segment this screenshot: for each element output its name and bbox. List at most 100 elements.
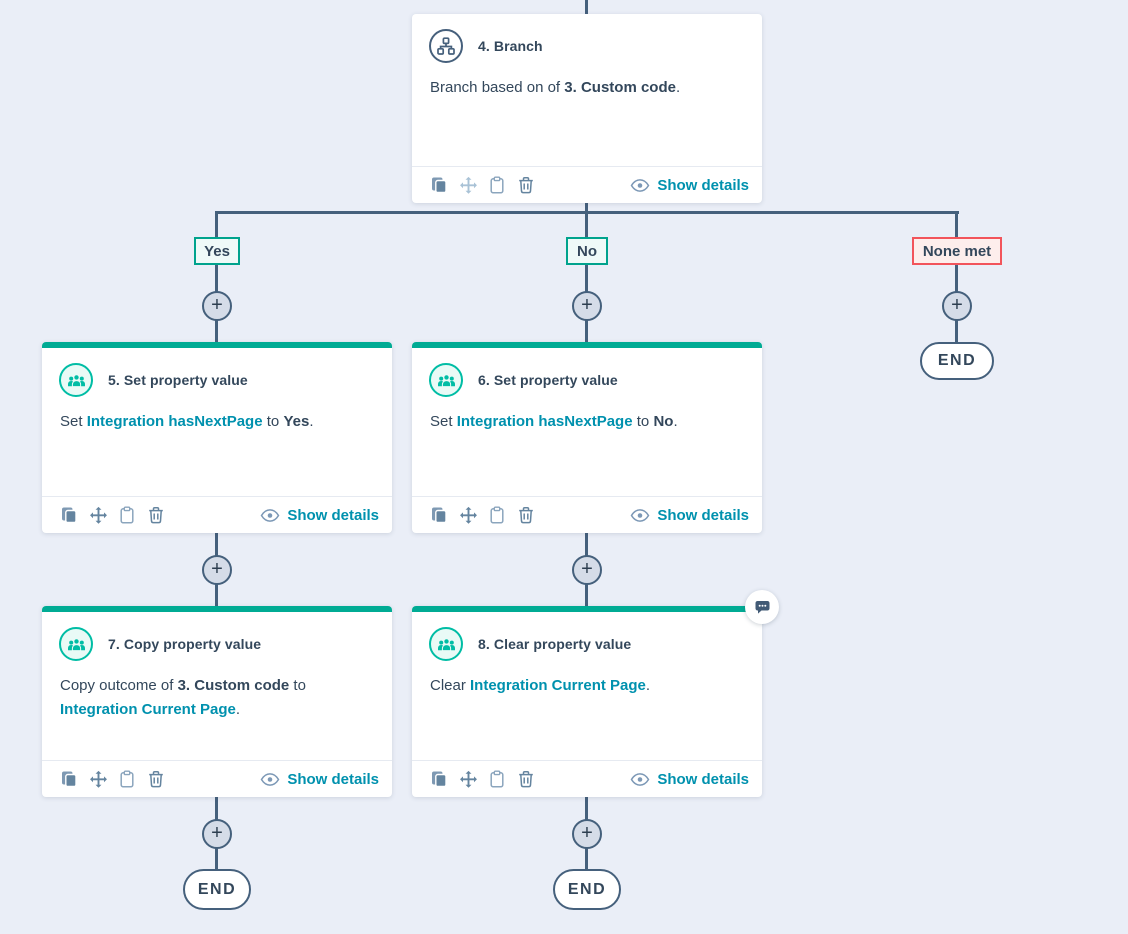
property-link[interactable]: Integration hasNextPage xyxy=(86,413,263,430)
show-details-button[interactable]: Show details xyxy=(630,771,749,788)
eye-icon xyxy=(630,508,650,522)
clipboard-action-button[interactable] xyxy=(117,769,137,789)
connector-line xyxy=(215,533,218,557)
body-text-bold: 3. Custom code xyxy=(177,677,290,694)
insert-action-button[interactable]: + xyxy=(202,291,232,321)
card-body: Set Integration hasNextPage to Yes. xyxy=(42,397,392,434)
insert-action-button[interactable]: + xyxy=(572,291,602,321)
clone-action-button[interactable] xyxy=(59,769,79,789)
end-label: END xyxy=(567,880,607,898)
clone-icon xyxy=(432,507,447,524)
insert-action-button[interactable]: + xyxy=(202,819,232,849)
connector-line xyxy=(585,211,588,238)
eye-icon xyxy=(260,508,280,522)
card-accent-bar xyxy=(42,342,392,348)
action-card-set-property-6[interactable]: 6. Set property value Set Integration ha… xyxy=(412,342,762,533)
action-card-clear-property-8[interactable]: 8. Clear property value Clear Integratio… xyxy=(412,606,762,797)
connector-line xyxy=(215,847,218,871)
clone-icon xyxy=(432,771,447,788)
card-footer: Show details xyxy=(42,496,392,533)
body-text: . xyxy=(675,79,681,96)
branch-label-yes: Yes xyxy=(194,237,240,265)
insert-action-button[interactable]: + xyxy=(572,819,602,849)
card-title: 6. Set property value xyxy=(478,372,618,388)
body-text: to xyxy=(262,413,284,430)
move-icon xyxy=(459,506,477,524)
contacts-icon xyxy=(59,627,93,661)
action-card-copy-property-7[interactable]: 7. Copy property value Copy outcome of 3… xyxy=(42,606,392,797)
move-action-button[interactable] xyxy=(458,769,478,789)
comment-icon xyxy=(755,600,769,614)
clone-icon xyxy=(62,507,77,524)
show-details-button[interactable]: Show details xyxy=(260,507,379,524)
card-header: 5. Set property value xyxy=(42,348,392,397)
move-action-button[interactable] xyxy=(88,769,108,789)
card-title: 8. Clear property value xyxy=(478,636,632,652)
show-details-label: Show details xyxy=(287,506,379,524)
clipboard-icon xyxy=(490,176,504,194)
body-text: Branch based on of xyxy=(430,79,565,96)
clipboard-action-button[interactable] xyxy=(117,505,137,525)
card-header: 6. Set property value xyxy=(412,348,762,397)
plus-icon: + xyxy=(581,294,593,316)
show-details-button[interactable]: Show details xyxy=(260,771,379,788)
show-details-button[interactable]: Show details xyxy=(630,177,749,194)
clipboard-action-button[interactable] xyxy=(487,769,507,789)
property-link[interactable]: Integration Current Page xyxy=(60,701,236,718)
body-text: . xyxy=(673,413,678,430)
card-accent-bar xyxy=(42,606,392,612)
card-title: 5. Set property value xyxy=(108,372,248,388)
clone-action-button[interactable] xyxy=(429,769,449,789)
connector-line xyxy=(215,797,218,821)
move-action-button[interactable] xyxy=(88,505,108,525)
delete-action-button[interactable] xyxy=(146,769,166,789)
insert-action-button[interactable]: + xyxy=(202,555,232,585)
move-icon xyxy=(89,770,107,788)
action-card-set-property-5[interactable]: 5. Set property value Set Integration ha… xyxy=(42,342,392,533)
insert-action-button[interactable]: + xyxy=(942,291,972,321)
action-card-branch[interactable]: 4. Branch Branch based on of 3. Custom c… xyxy=(412,14,762,203)
connector-line xyxy=(585,319,588,343)
plus-icon: + xyxy=(951,294,963,316)
move-action-button[interactable] xyxy=(458,175,478,195)
delete-action-button[interactable] xyxy=(516,175,536,195)
move-icon xyxy=(459,770,477,788)
clipboard-icon xyxy=(490,770,504,788)
contacts-icon xyxy=(429,627,463,661)
branch-label-text: Yes xyxy=(204,242,230,260)
insert-action-button[interactable]: + xyxy=(572,555,602,585)
card-footer: Show details xyxy=(412,760,762,797)
card-header: 7. Copy property value xyxy=(42,612,392,661)
clone-action-button[interactable] xyxy=(429,505,449,525)
card-body: Copy outcome of 3. Custom code to Integr… xyxy=(42,661,392,722)
comment-indicator-button[interactable] xyxy=(745,590,779,624)
branch-label-none-met: None met xyxy=(912,237,1002,265)
clipboard-icon xyxy=(490,506,504,524)
branch-label-text: None met xyxy=(922,242,992,260)
clone-action-button[interactable] xyxy=(59,505,79,525)
clone-action-button[interactable] xyxy=(429,175,449,195)
delete-action-button[interactable] xyxy=(516,769,536,789)
clipboard-action-button[interactable] xyxy=(487,505,507,525)
body-text: . xyxy=(235,701,241,718)
trash-icon xyxy=(519,771,533,788)
property-link[interactable]: Integration hasNextPage xyxy=(456,413,633,430)
trash-icon xyxy=(519,177,533,194)
show-details-label: Show details xyxy=(657,770,749,788)
body-text-bold: Yes xyxy=(283,413,310,430)
end-label: END xyxy=(197,880,237,898)
move-action-button[interactable] xyxy=(458,505,478,525)
show-details-button[interactable]: Show details xyxy=(630,507,749,524)
property-link[interactable]: Integration Current Page xyxy=(470,677,646,694)
branch-label-text: No xyxy=(577,242,597,260)
connector-line xyxy=(215,319,218,343)
delete-action-button[interactable] xyxy=(146,505,166,525)
clipboard-icon xyxy=(120,770,134,788)
card-footer: Show details xyxy=(412,166,762,203)
trash-icon xyxy=(519,507,533,524)
plus-icon: + xyxy=(211,558,223,580)
move-icon xyxy=(89,506,107,524)
body-text: Clear xyxy=(430,677,471,694)
delete-action-button[interactable] xyxy=(516,505,536,525)
clipboard-action-button[interactable] xyxy=(487,175,507,195)
